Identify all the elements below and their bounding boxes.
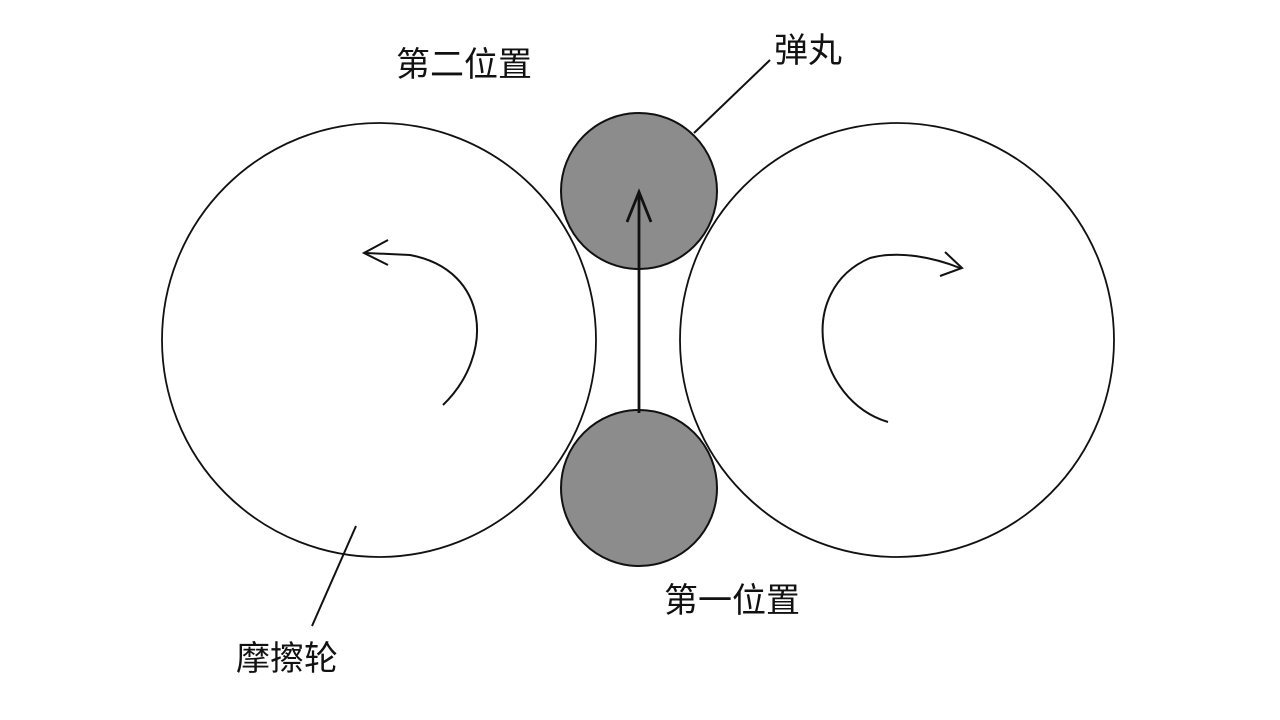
first-position-label: 第一位置 xyxy=(664,581,800,621)
right-rotation-arrow xyxy=(821,253,961,423)
left-rotation-arrow-head xyxy=(361,239,389,266)
pellet-label: 弹丸 xyxy=(774,31,842,71)
pellet-leader-line xyxy=(693,59,771,134)
motion-arrow-head xyxy=(625,188,653,223)
friction-wheel-label: 摩擦轮 xyxy=(236,639,338,679)
left-friction-wheel xyxy=(161,122,597,558)
second-position-label: 第二位置 xyxy=(396,45,532,85)
pellet-first-position xyxy=(560,409,718,567)
friction-wheel-leader-line xyxy=(311,525,357,627)
left-rotation-arrow xyxy=(365,252,479,406)
right-rotation-arrow-head xyxy=(939,251,964,277)
right-friction-wheel xyxy=(679,122,1115,558)
